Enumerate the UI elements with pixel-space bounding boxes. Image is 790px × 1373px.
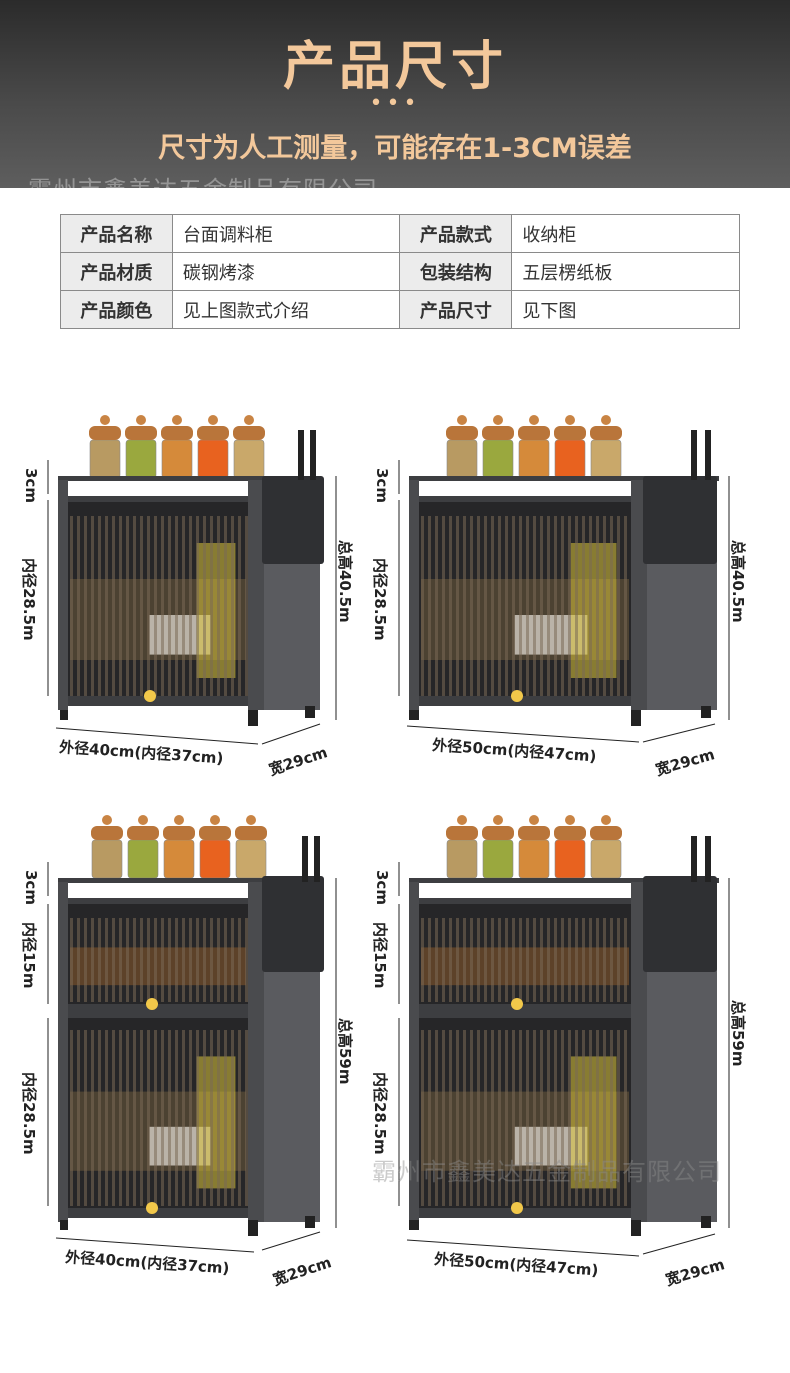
dim-inner: 内径28.5m bbox=[371, 1072, 389, 1155]
dim-top: 3cm bbox=[22, 468, 40, 503]
dim-total-height: 总高40.5m bbox=[729, 540, 747, 623]
spec-key: 产品尺寸 bbox=[399, 290, 513, 329]
table-row: 产品名称 台面调料柜 产品款式 收纳柜 bbox=[60, 214, 740, 253]
dim-inner: 内径28.5m bbox=[371, 558, 389, 641]
spec-key: 产品款式 bbox=[399, 214, 513, 253]
cabinet-illustration bbox=[47, 415, 337, 745]
spec-key: 包装结构 bbox=[399, 252, 513, 291]
header-banner: 产品尺寸 ••• 尺寸为人工测量，可能存在1-3CM误差 霸州市鑫美达五金制品有… bbox=[0, 0, 790, 204]
title-dots: ••• bbox=[369, 91, 421, 116]
spec-value: 台面调料柜 bbox=[171, 214, 401, 253]
table-row: 产品材质 碳钢烤漆 包装结构 五层楞纸板 bbox=[60, 252, 740, 291]
dim-total-height: 总高40.5m bbox=[336, 540, 354, 623]
spec-key: 产品材质 bbox=[60, 252, 173, 291]
cabinet-50-double: 3cm 内径15m 内径28.5m 总高59m 外径50cm(内径47cm) 宽… bbox=[371, 800, 790, 1300]
spec-value: 收纳柜 bbox=[511, 214, 740, 253]
watermark-top: 霸州市鑫美达五金制品有限公司 bbox=[28, 176, 378, 204]
dim-inner-upper: 内径15m bbox=[20, 922, 38, 989]
dim-total-height: 总高59m bbox=[336, 1018, 354, 1085]
spec-table: 产品名称 台面调料柜 产品款式 收纳柜 产品材质 碳钢烤漆 包装结构 五层楞纸板… bbox=[60, 214, 740, 329]
spec-key: 产品名称 bbox=[60, 214, 173, 253]
dim-inner: 内径28.5m bbox=[20, 558, 38, 641]
dim-top: 3cm bbox=[373, 468, 391, 503]
cabinet-40-double: 3cm 内径15m 内径28.5m 总高59m 外径40cm(内径37cm) 宽… bbox=[0, 800, 395, 1300]
cabinet-50-single: 3cm 内径28.5m 总高40.5m 外径50cm(内径47cm) 宽29cm bbox=[371, 400, 790, 790]
dim-top: 3cm bbox=[373, 870, 391, 905]
cabinet-illustration bbox=[398, 815, 730, 1257]
cabinet-40-single: 3cm 内径28.5m 总高40.5m 外径40cm(内径37cm) 宽29cm bbox=[0, 400, 395, 790]
dim-inner: 内径28.5m bbox=[20, 1072, 38, 1155]
spec-value: 碳钢烤漆 bbox=[171, 252, 401, 291]
spec-key: 产品颜色 bbox=[60, 290, 173, 329]
spec-value: 五层楞纸板 bbox=[511, 252, 740, 291]
spec-value: 见上图款式介绍 bbox=[171, 290, 401, 329]
dim-total-height: 总高59m bbox=[729, 1000, 747, 1067]
dim-inner-upper: 内径15m bbox=[371, 922, 389, 989]
table-row: 产品颜色 见上图款式介绍 产品尺寸 见下图 bbox=[60, 290, 740, 329]
watermark-bottom: 霸州市鑫美达五金制品有限公司 bbox=[372, 1158, 722, 1186]
dim-top: 3cm bbox=[22, 870, 40, 905]
cabinet-illustration bbox=[398, 415, 730, 743]
spec-value: 见下图 bbox=[511, 290, 740, 329]
cabinet-illustration bbox=[47, 815, 337, 1253]
page-subtitle: 尺寸为人工测量，可能存在1-3CM误差 bbox=[158, 133, 632, 164]
page-title: 产品尺寸 bbox=[282, 37, 507, 97]
